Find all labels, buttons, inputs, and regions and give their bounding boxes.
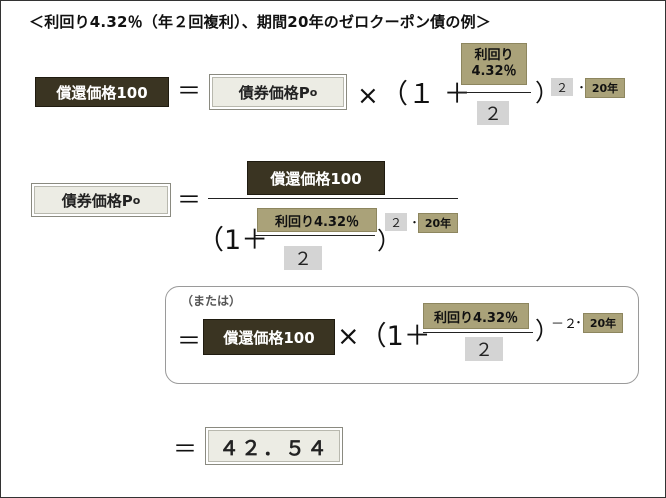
- exponent-dot-3: ・: [573, 316, 584, 329]
- figure-title: ＜利回り4.32％（年２回複利）、期間20年のゼロクーポン債の例＞: [29, 13, 491, 31]
- exponent-minus-two: －２: [551, 317, 578, 332]
- rate-label-line1: 利回り: [474, 48, 514, 64]
- exponent-20y-box-2: 20年: [418, 213, 458, 233]
- rate-box-3: 利回り4.32％: [423, 303, 529, 329]
- inner-fraction-line: [255, 235, 375, 236]
- equals-sign: ＝: [177, 77, 201, 105]
- fraction-line-3: [423, 332, 533, 333]
- open-paren-one-plus-2: （1＋: [197, 225, 269, 256]
- times-open-paren-one-plus: ×（1＋: [337, 321, 431, 352]
- exponent-two-box-2: ２: [385, 213, 407, 231]
- rate-box-2: 利回り4.32％: [257, 208, 377, 232]
- exponent-20y-box: 20年: [585, 78, 625, 98]
- exponent-two-box: ２: [551, 78, 573, 96]
- alternative-label: （または）: [181, 294, 242, 308]
- equals-sign-result: ＝: [173, 435, 197, 463]
- close-paren-2: ）: [377, 227, 401, 255]
- rate-label-line2: 4.32％: [471, 64, 517, 79]
- divisor-two-box-3: ２: [465, 337, 503, 361]
- bond-price-label-2: 債券価格P: [61, 191, 133, 210]
- rate-box: 利回り 4.32％: [461, 43, 527, 85]
- main-fraction-line: [208, 198, 458, 199]
- exponent-20y-box-3: 20年: [583, 313, 623, 333]
- redemption-price-box-3: 償還価格100: [203, 319, 335, 355]
- divisor-two-box-2: ２: [284, 246, 322, 270]
- close-paren-3: ）: [535, 317, 559, 345]
- open-paren-one-plus: （１ ＋: [381, 79, 471, 110]
- bond-price-subscript: o: [309, 85, 318, 99]
- fraction-line: [457, 92, 531, 93]
- bond-price-subscript-2: o: [132, 193, 141, 207]
- result-value-box: ４２．５４: [205, 427, 343, 465]
- bond-price-label: 債券価格P: [238, 83, 310, 102]
- divisor-two-box: ２: [477, 101, 509, 125]
- redemption-price-box-2: 償還価格100: [247, 161, 385, 195]
- equals-sign-3: ＝: [177, 327, 201, 355]
- exponent-dot-2: ・: [409, 216, 420, 229]
- exponent-dot: ・: [576, 81, 587, 94]
- multiply-sign: ×: [357, 81, 379, 111]
- equals-sign-2: ＝: [177, 186, 201, 214]
- redemption-price-box: 償還価格100: [35, 77, 169, 107]
